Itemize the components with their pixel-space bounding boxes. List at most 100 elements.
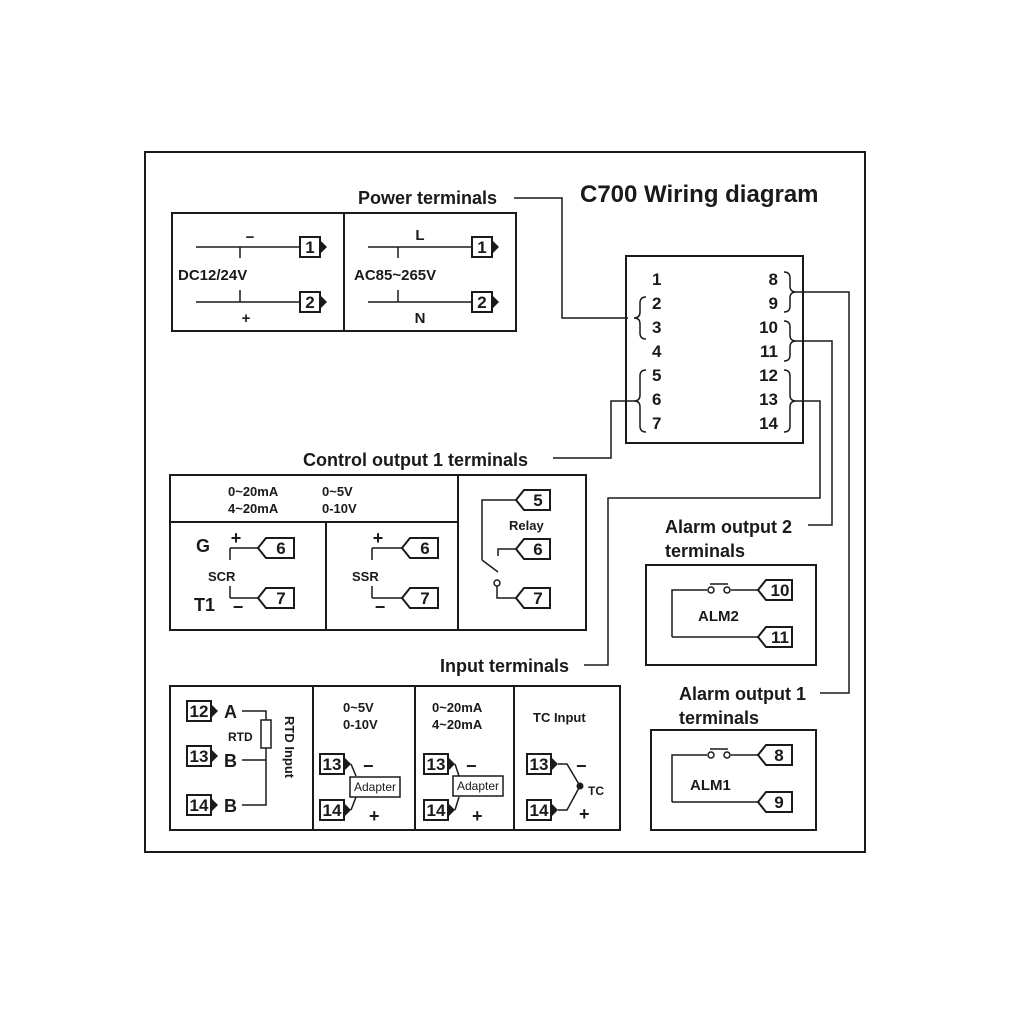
terminal-num-1: 1 bbox=[652, 270, 661, 289]
rtd-resistor-label: RTD bbox=[228, 730, 253, 744]
control-range-a-2: 4~20mA bbox=[228, 501, 279, 516]
voltage-plus: + bbox=[369, 806, 380, 826]
ac-voltage-label: AC85~265V bbox=[354, 267, 436, 284]
outer-frame bbox=[144, 151, 866, 853]
rtd-B1: B bbox=[224, 751, 237, 771]
tc-junction bbox=[576, 782, 584, 790]
control-output-1-label: Control output 1 terminals bbox=[303, 450, 528, 470]
rtd-terminal-13: 13 bbox=[186, 745, 218, 767]
svg-text:1: 1 bbox=[477, 238, 486, 257]
svg-text:13: 13 bbox=[323, 755, 342, 774]
voltage-terminal-13: 13 bbox=[319, 753, 351, 775]
scr-circuit: G + SCR T1 − bbox=[194, 528, 265, 617]
input-leader-line bbox=[584, 400, 821, 666]
current-range-1: 0~20mA bbox=[432, 700, 483, 715]
voltage-terminal-14: 14 bbox=[319, 799, 351, 821]
svg-text:Adapter: Adapter bbox=[457, 779, 499, 793]
voltage-range-2: 0-10V bbox=[343, 717, 378, 732]
tc-input-title: TC Input bbox=[533, 710, 586, 725]
voltage-input: 0~5V 0-10V 13 14 − + Adapter bbox=[319, 700, 401, 826]
rtd-input: 12 13 14 A B B RTD RTD Input bbox=[186, 700, 297, 816]
alm1-label: ALM1 bbox=[690, 777, 731, 794]
current-plus: + bbox=[472, 806, 483, 826]
svg-text:10: 10 bbox=[771, 581, 790, 600]
svg-text:5: 5 bbox=[533, 491, 542, 510]
alarm1-label-line2: terminals bbox=[679, 708, 759, 728]
rtd-B2: B bbox=[224, 796, 237, 816]
power-leader-line bbox=[514, 197, 628, 319]
relay-terminal-5: 5 bbox=[514, 489, 551, 511]
input-box bbox=[169, 685, 621, 831]
voltage-minus: − bbox=[363, 756, 374, 776]
svg-text:1: 1 bbox=[305, 238, 314, 257]
tc-terminal-13: 13 bbox=[526, 753, 558, 775]
scr-plus: + bbox=[231, 528, 242, 548]
terminal-num-12: 12 bbox=[759, 366, 778, 385]
scr-minus: − bbox=[233, 597, 244, 617]
terminal-num-10: 10 bbox=[759, 318, 778, 337]
terminal-num-8: 8 bbox=[769, 270, 778, 289]
ssr-plus: + bbox=[373, 528, 384, 548]
terminal-num-4: 4 bbox=[652, 342, 662, 361]
power-box: − DC12/24V + L AC85~265V N bbox=[171, 212, 517, 332]
alarm2-terminal-10: 10 bbox=[756, 579, 793, 601]
brace-8-9 bbox=[783, 271, 797, 313]
relay-terminal-7: 7 bbox=[514, 587, 551, 609]
dc-plus: + bbox=[242, 310, 251, 327]
relay-terminal-6: 6 bbox=[514, 538, 551, 560]
terminal-num-9: 9 bbox=[769, 294, 778, 313]
diagram-title: C700 Wiring diagram bbox=[580, 181, 819, 208]
svg-text:14: 14 bbox=[427, 801, 446, 820]
scr-terminal-6: 6 bbox=[256, 537, 295, 559]
current-terminal-13: 13 bbox=[423, 753, 455, 775]
alarm2-label-line1: Alarm output 2 bbox=[665, 517, 792, 537]
current-adapter bbox=[452, 775, 504, 797]
svg-text:11: 11 bbox=[771, 628, 789, 647]
scr-G: G bbox=[196, 536, 210, 556]
alarm1-label-line1: Alarm output 1 bbox=[679, 684, 806, 704]
voltage-range-1: 0~5V bbox=[343, 700, 374, 715]
control-output-box: 0~20mA 4~20mA 0~5V 0-10V bbox=[169, 474, 587, 631]
control-range-b-2: 0-10V bbox=[322, 501, 357, 516]
svg-text:13: 13 bbox=[190, 747, 209, 766]
ac-terminal-2: 2 bbox=[471, 291, 499, 313]
rtd-resistor bbox=[260, 719, 272, 749]
svg-text:6: 6 bbox=[420, 539, 429, 558]
terminal-num-3: 3 bbox=[652, 318, 661, 337]
relay-circuit: Relay bbox=[481, 499, 544, 599]
tc-plus: + bbox=[579, 804, 590, 824]
svg-text:6: 6 bbox=[276, 539, 285, 558]
brace-2-3 bbox=[633, 296, 647, 340]
current-minus: − bbox=[466, 756, 477, 776]
svg-text:13: 13 bbox=[427, 755, 446, 774]
voltage-adapter bbox=[349, 776, 401, 798]
alarm1-terminal-8: 8 bbox=[756, 744, 793, 766]
tc-label: TC bbox=[588, 784, 604, 798]
tc-terminal-14: 14 bbox=[526, 799, 558, 821]
terminal-block: 1 2 3 4 5 6 7 8 9 10 11 12 13 14 bbox=[625, 255, 804, 444]
svg-text:6: 6 bbox=[533, 540, 542, 559]
rtd-A: A bbox=[224, 702, 237, 722]
svg-text:9: 9 bbox=[774, 793, 783, 812]
scr-T1: T1 bbox=[194, 595, 215, 615]
control-range-a-1: 0~20mA bbox=[228, 484, 279, 499]
dc-voltage-label: DC12/24V bbox=[178, 267, 247, 284]
alarm2-terminal-11: 11 bbox=[756, 626, 793, 648]
svg-text:2: 2 bbox=[305, 293, 314, 312]
scr-terminal-7: 7 bbox=[256, 587, 295, 609]
svg-text:7: 7 bbox=[533, 589, 542, 608]
alarm2-box: ALM2 bbox=[645, 564, 817, 666]
rtd-terminal-12: 12 bbox=[186, 700, 218, 722]
ssr-terminal-6: 6 bbox=[400, 537, 439, 559]
power-terminals-label: Power terminals bbox=[358, 188, 497, 208]
terminal-num-14: 14 bbox=[759, 414, 778, 433]
svg-text:14: 14 bbox=[323, 801, 342, 820]
control-range-b-1: 0~5V bbox=[322, 484, 353, 499]
alarm1-leader-line bbox=[796, 291, 850, 694]
input-terminals-label: Input terminals bbox=[440, 656, 569, 676]
tc-minus: − bbox=[576, 756, 587, 776]
rtd-terminal-14: 14 bbox=[186, 794, 218, 816]
alarm1-terminal-9: 9 bbox=[756, 791, 793, 813]
tc-input: TC Input 13 14 − + TC bbox=[526, 710, 604, 824]
